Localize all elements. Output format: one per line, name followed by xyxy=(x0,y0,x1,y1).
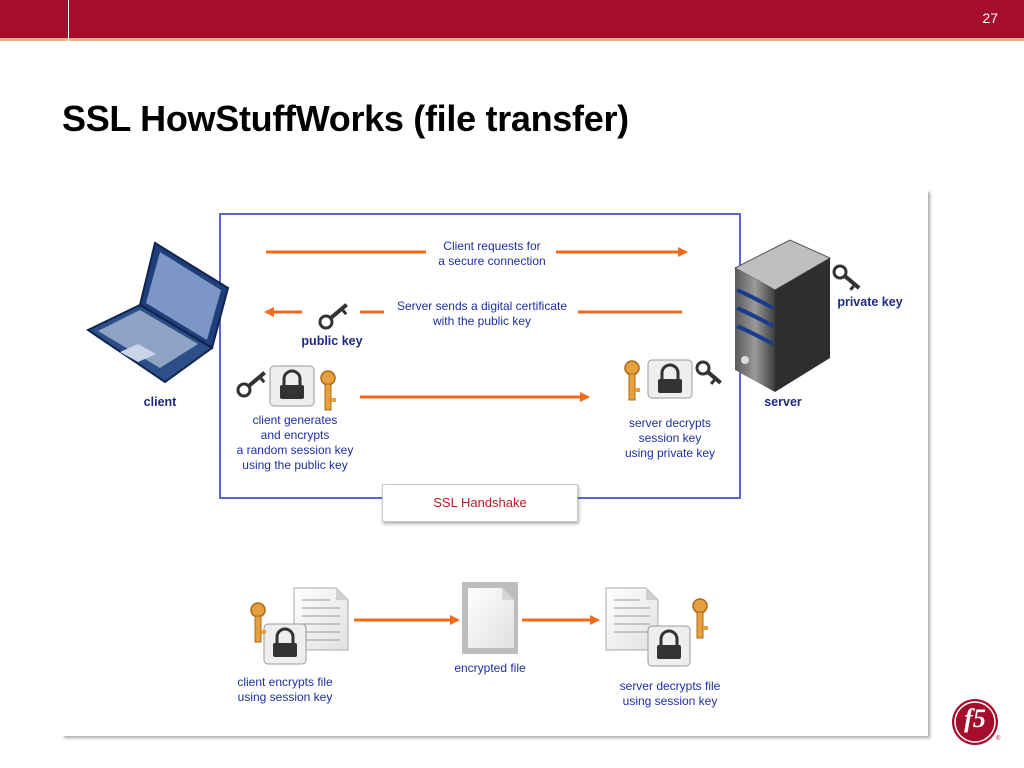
client-file-lock-icon xyxy=(263,623,307,665)
client-document-icon xyxy=(293,587,349,651)
server-label: server xyxy=(764,395,802,409)
client-request-label: Client requests for a secure connection xyxy=(438,239,546,268)
client-session-key-icon xyxy=(320,370,336,411)
header-bar xyxy=(0,0,1024,38)
public-key-label: public key xyxy=(301,334,363,348)
header-accent-line xyxy=(0,38,1024,41)
client-lock-icon xyxy=(269,365,315,407)
private-key-label: private key xyxy=(837,295,903,309)
server-session-key-icon xyxy=(624,360,640,401)
server-icon xyxy=(733,239,832,392)
private-key-icon xyxy=(832,264,861,291)
server-file-key-icon xyxy=(692,598,708,639)
server-file-lock-icon xyxy=(647,625,691,667)
ssl-handshake-box xyxy=(382,484,578,522)
server-decrypts-key-label: server decrypts session key using privat… xyxy=(624,416,716,460)
server-lock-icon xyxy=(647,359,693,399)
server-document-icon xyxy=(605,587,659,651)
ssl-handshake-label: SSL Handshake xyxy=(433,495,527,510)
server-sends-label: Server sends a digital certificate with … xyxy=(396,299,568,328)
slide-title: SSL HowStuffWorks (file transfer) xyxy=(62,98,629,139)
f5-logo xyxy=(952,699,998,745)
header-separator xyxy=(68,0,69,46)
server-decrypts-file-label: server decrypts file using session key xyxy=(619,679,721,708)
client-encrypts-file-label: client encrypts file using session key xyxy=(237,675,333,704)
laptop-icon xyxy=(85,241,230,384)
slide-number: 27 xyxy=(982,10,998,26)
encrypted-file-label: encrypted file xyxy=(454,661,526,675)
client-public-key-icon xyxy=(236,371,266,398)
public-key-icon xyxy=(318,303,348,330)
f5-logo-text: f5 xyxy=(964,704,986,733)
f5-logo-registered: ® xyxy=(996,736,1001,742)
encrypted-file-icon xyxy=(462,582,518,654)
server-private-key-icon xyxy=(695,360,722,385)
client-label: client xyxy=(143,395,177,409)
client-generates-label: client generates and encrypts a random s… xyxy=(236,413,354,472)
client-file-key-icon xyxy=(250,602,266,643)
